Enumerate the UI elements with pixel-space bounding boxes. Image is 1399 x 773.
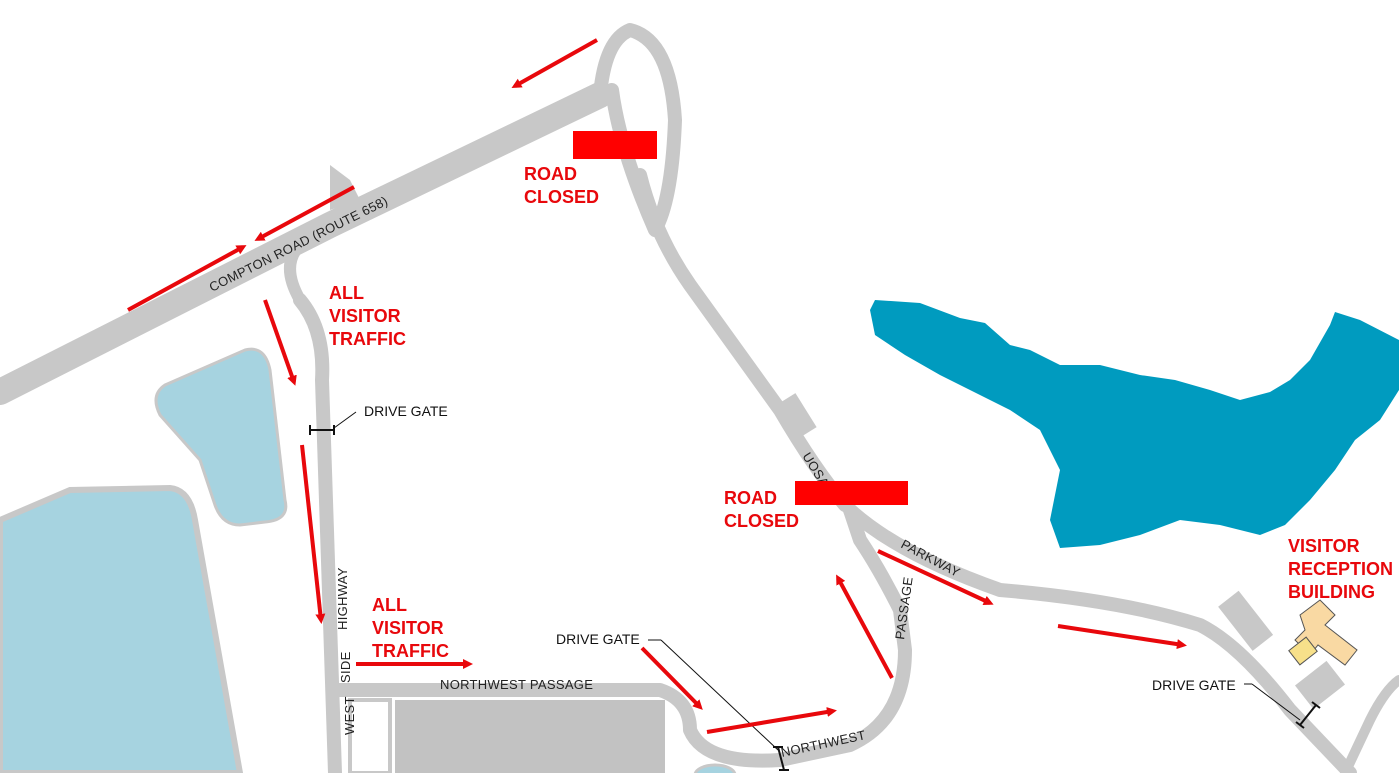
note-line: ROAD bbox=[524, 164, 577, 184]
red-direction-arrow bbox=[263, 299, 297, 386]
note-line: CLOSED bbox=[724, 511, 799, 531]
left-pond bbox=[0, 484, 244, 773]
parking-lot-edge bbox=[348, 698, 392, 773]
red-direction-arrow bbox=[1057, 624, 1187, 650]
northwest-passage-label: NORTHWEST PASSAGE bbox=[440, 677, 593, 692]
red-direction-arrows bbox=[127, 38, 1187, 734]
bottom-right-road bbox=[1340, 675, 1399, 773]
compton-road-curve-left bbox=[284, 239, 306, 306]
gray-building-2 bbox=[1295, 660, 1345, 710]
note-line: TRAFFIC bbox=[329, 329, 406, 349]
note-line: ALL bbox=[372, 595, 407, 615]
red-direction-arrow bbox=[511, 38, 598, 88]
upper-pond bbox=[154, 347, 288, 527]
red-direction-arrow bbox=[127, 245, 247, 312]
red-direction-arrow bbox=[877, 549, 994, 606]
passage-label: PASSAGE bbox=[892, 576, 916, 641]
highway-label: HIGHWAY bbox=[335, 567, 350, 630]
compton-road-label: COMPTON ROAD (ROUTE 658) bbox=[207, 193, 391, 295]
note-line: ROAD bbox=[724, 488, 777, 508]
note-line: VISITOR bbox=[329, 306, 401, 326]
lake bbox=[870, 300, 1399, 548]
northwest-passage-road bbox=[328, 503, 912, 768]
west-label: WEST bbox=[342, 696, 357, 735]
road-closed-note-2: ROAD CLOSED bbox=[724, 488, 799, 531]
visitor-reception-note: VISITOR RECEPTION BUILDING bbox=[1288, 536, 1398, 602]
note-line: RECEPTION bbox=[1288, 559, 1393, 579]
west-side-highway bbox=[293, 293, 342, 773]
small-pond-bottom bbox=[693, 763, 737, 773]
parking-lot bbox=[395, 700, 665, 773]
visitor-traffic-note-2: ALL VISITOR TRAFFIC bbox=[372, 595, 449, 661]
visitor-traffic-note-1: ALL VISITOR TRAFFIC bbox=[329, 283, 406, 349]
note-line: VISITOR bbox=[372, 618, 444, 638]
note-line: TRAFFIC bbox=[372, 641, 449, 661]
note-line: VISITOR bbox=[1288, 536, 1360, 556]
parkway-road bbox=[843, 503, 1357, 773]
reception-annex bbox=[1288, 636, 1318, 666]
compton-road bbox=[0, 82, 613, 405]
red-direction-arrow bbox=[300, 444, 326, 624]
red-direction-arrow bbox=[836, 574, 894, 679]
red-direction-arrow bbox=[640, 646, 703, 710]
drive-gate-label-1: DRIVE GATE bbox=[364, 403, 448, 419]
red-direction-arrow bbox=[706, 707, 837, 734]
road-closure-bar-2 bbox=[795, 481, 908, 505]
road-closure-bar-1 bbox=[573, 131, 657, 159]
compton-road-bulge bbox=[330, 165, 360, 210]
drive-gate-icon bbox=[648, 639, 789, 771]
note-line: ALL bbox=[329, 283, 364, 303]
drive-gate-icon bbox=[1244, 683, 1321, 729]
side-label: SIDE bbox=[338, 651, 353, 683]
drive-gate-label-2: DRIVE GATE bbox=[556, 631, 640, 647]
uosa-building bbox=[773, 393, 817, 441]
drive-gate-label-3: DRIVE GATE bbox=[1152, 677, 1236, 693]
note-line: CLOSED bbox=[524, 187, 599, 207]
drive-gate-icon bbox=[309, 411, 357, 435]
road-closed-note-1: ROAD CLOSED bbox=[524, 164, 599, 207]
top-loop bbox=[593, 23, 682, 237]
road-network bbox=[0, 23, 1399, 773]
note-line: BUILDING bbox=[1288, 582, 1375, 602]
uosa-road bbox=[633, 168, 852, 512]
red-direction-arrow bbox=[254, 185, 355, 241]
gray-building-1 bbox=[1218, 590, 1274, 651]
